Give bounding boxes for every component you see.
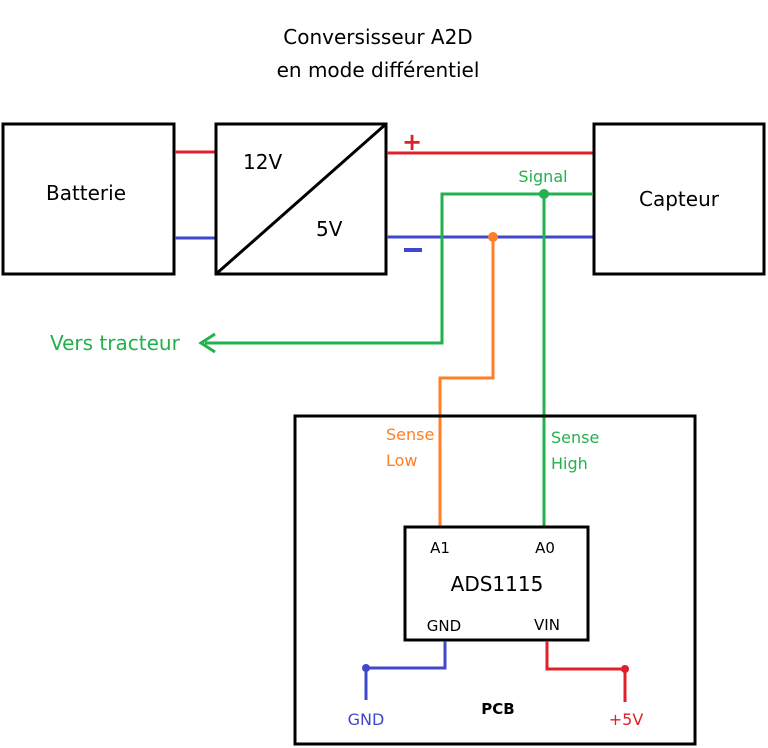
sense-low-label-line-2: Low	[386, 451, 418, 470]
pin-a1-label: A1	[430, 539, 450, 557]
sense-high-label-line-1: Sense	[551, 428, 599, 447]
ads1115-label: ADS1115	[451, 572, 544, 596]
sensor-block	[592, 122, 766, 276]
sense-low-wire	[438, 237, 495, 526]
pcb-outline	[293, 414, 697, 746]
sensor-label: Capteur	[639, 187, 720, 211]
battery-label: Batterie	[46, 181, 126, 205]
pcb-label: PCB	[481, 700, 514, 718]
plus-sign: +	[402, 128, 422, 156]
gnd-wire	[364, 641, 447, 700]
sense-high-label-line-2: High	[551, 454, 588, 473]
title-line-2: en mode différentiel	[277, 58, 480, 82]
pin-a0-label: A0	[535, 539, 555, 557]
tractor-label: Vers tracteur	[50, 331, 181, 355]
plus5v-label: +5V	[609, 710, 644, 729]
gnd-label: GND	[348, 710, 385, 729]
gnd-terminal	[362, 664, 370, 672]
title-line-1: Conversisseur A2D	[283, 25, 472, 49]
signal-label: Signal	[518, 167, 567, 186]
arrow-left-icon	[198, 332, 216, 354]
converter-input-label: 12V	[243, 150, 282, 174]
signal-to-tractor-wire	[205, 192, 593, 345]
pin-gnd-label: GND	[427, 617, 461, 635]
sense-low-label-line-1: Sense	[386, 425, 434, 444]
vin-terminal	[621, 665, 629, 673]
battery-block	[1, 122, 176, 276]
ads1115-chip	[403, 525, 590, 642]
converter-diagonal	[215, 122, 387, 276]
pin-vin-label: VIN	[534, 616, 560, 634]
vin-wire	[545, 641, 627, 702]
converter-output-label: 5V	[316, 217, 343, 241]
